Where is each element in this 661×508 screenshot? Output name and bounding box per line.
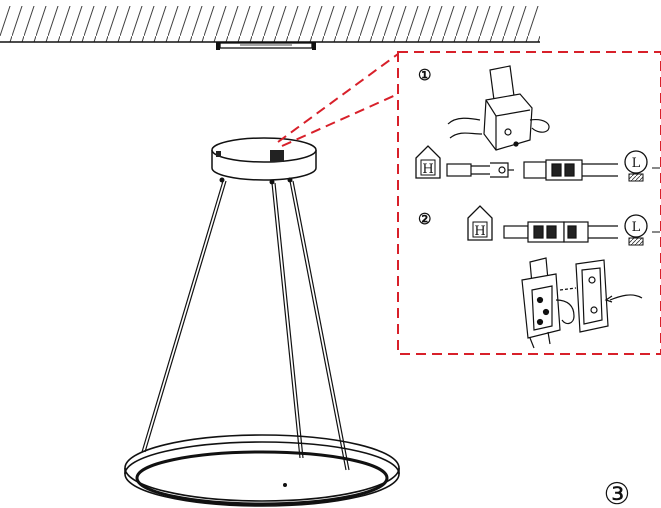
step-1-label: ①: [418, 66, 431, 84]
wiring-row-1: H L: [415, 145, 660, 182]
wiring-row-2: H L: [467, 205, 660, 246]
mounting-assembly: [521, 257, 643, 349]
canopy: [211, 137, 317, 185]
connector-block-icon: [503, 221, 618, 243]
house-icon: H: [467, 205, 493, 241]
wire-plug-icon: [446, 162, 514, 178]
svg-text:H: H: [474, 224, 485, 239]
svg-text:H: H: [422, 162, 433, 177]
connector-block-icon: [523, 159, 618, 181]
mounting-bracket: [216, 42, 316, 50]
svg-text:L: L: [632, 156, 641, 171]
suspension-cables: [141, 180, 350, 471]
lamp-icon: L: [624, 214, 660, 246]
lamp-icon: L: [624, 150, 660, 182]
step-2-label: ②: [418, 210, 431, 228]
house-icon: H: [415, 145, 441, 179]
step-3-label: ③: [604, 477, 631, 508]
junction-box: [447, 65, 550, 151]
svg-text:L: L: [632, 220, 641, 235]
ceiling: [0, 6, 540, 43]
callout-lines: [277, 51, 661, 355]
ring-light: [124, 434, 400, 507]
